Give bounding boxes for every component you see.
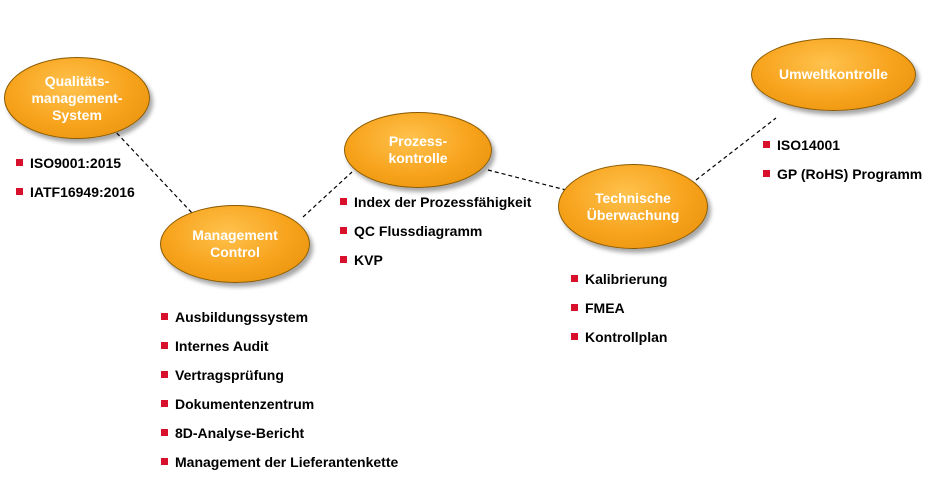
list-management-control: Ausbildungssystem Internes Audit Vertrag…	[161, 309, 398, 483]
list-item: Kalibrierung	[571, 271, 667, 287]
list-process-control: Index der Prozessfähigkeit QC Flussdiagr…	[340, 194, 531, 281]
list-item: KVP	[340, 252, 531, 268]
list-item: GP (RoHS) Programm	[763, 166, 922, 182]
list-item: FMEA	[571, 300, 667, 316]
list-item: QC Flussdiagramm	[340, 223, 531, 239]
bullet-square-icon	[571, 304, 578, 311]
list-item: IATF16949:2016	[16, 184, 135, 200]
bullet-square-icon	[340, 198, 347, 205]
node-technical-monitoring: Technische Überwachung	[558, 164, 708, 249]
bullet-square-icon	[161, 371, 168, 378]
bullet-square-icon	[763, 141, 770, 148]
node-quality-management-system: Qualitäts- management- System	[4, 57, 150, 139]
list-item: ISO14001	[763, 137, 922, 153]
node-process-control: Prozess- kontrolle	[344, 112, 492, 188]
bullet-square-icon	[161, 429, 168, 436]
bullet-square-icon	[340, 256, 347, 263]
bullet-square-icon	[161, 400, 168, 407]
node-environmental-control: Umweltkontrolle	[751, 38, 916, 111]
list-item: Kontrollplan	[571, 329, 667, 345]
connector-qms-management	[111, 127, 194, 215]
node-management-control: Management Control	[160, 205, 310, 283]
bullet-square-icon	[571, 275, 578, 282]
list-item: ISO9001:2015	[16, 155, 135, 171]
bullet-square-icon	[161, 458, 168, 465]
list-quality-management-system: ISO9001:2015 IATF16949:2016	[16, 155, 135, 213]
bullet-square-icon	[161, 342, 168, 349]
bullet-square-icon	[161, 313, 168, 320]
list-environmental-control: ISO14001 GP (RoHS) Programm	[763, 137, 922, 195]
list-item: Internes Audit	[161, 338, 398, 354]
bullet-square-icon	[16, 188, 23, 195]
bullet-square-icon	[763, 170, 770, 177]
list-item: Ausbildungssystem	[161, 309, 398, 325]
bullet-square-icon	[571, 333, 578, 340]
list-item: 8D-Analyse-Bericht	[161, 425, 398, 441]
list-item: Vertragsprüfung	[161, 367, 398, 383]
connector-technical-environment	[695, 117, 777, 181]
bullet-square-icon	[340, 227, 347, 234]
list-item: Dokumentenzentrum	[161, 396, 398, 412]
connector-process-technical	[487, 169, 567, 191]
list-item: Index der Prozessfähigkeit	[340, 194, 531, 210]
bullet-square-icon	[16, 159, 23, 166]
list-technical-monitoring: Kalibrierung FMEA Kontrollplan	[571, 271, 667, 358]
list-item: Management der Lieferantenkette	[161, 454, 398, 470]
